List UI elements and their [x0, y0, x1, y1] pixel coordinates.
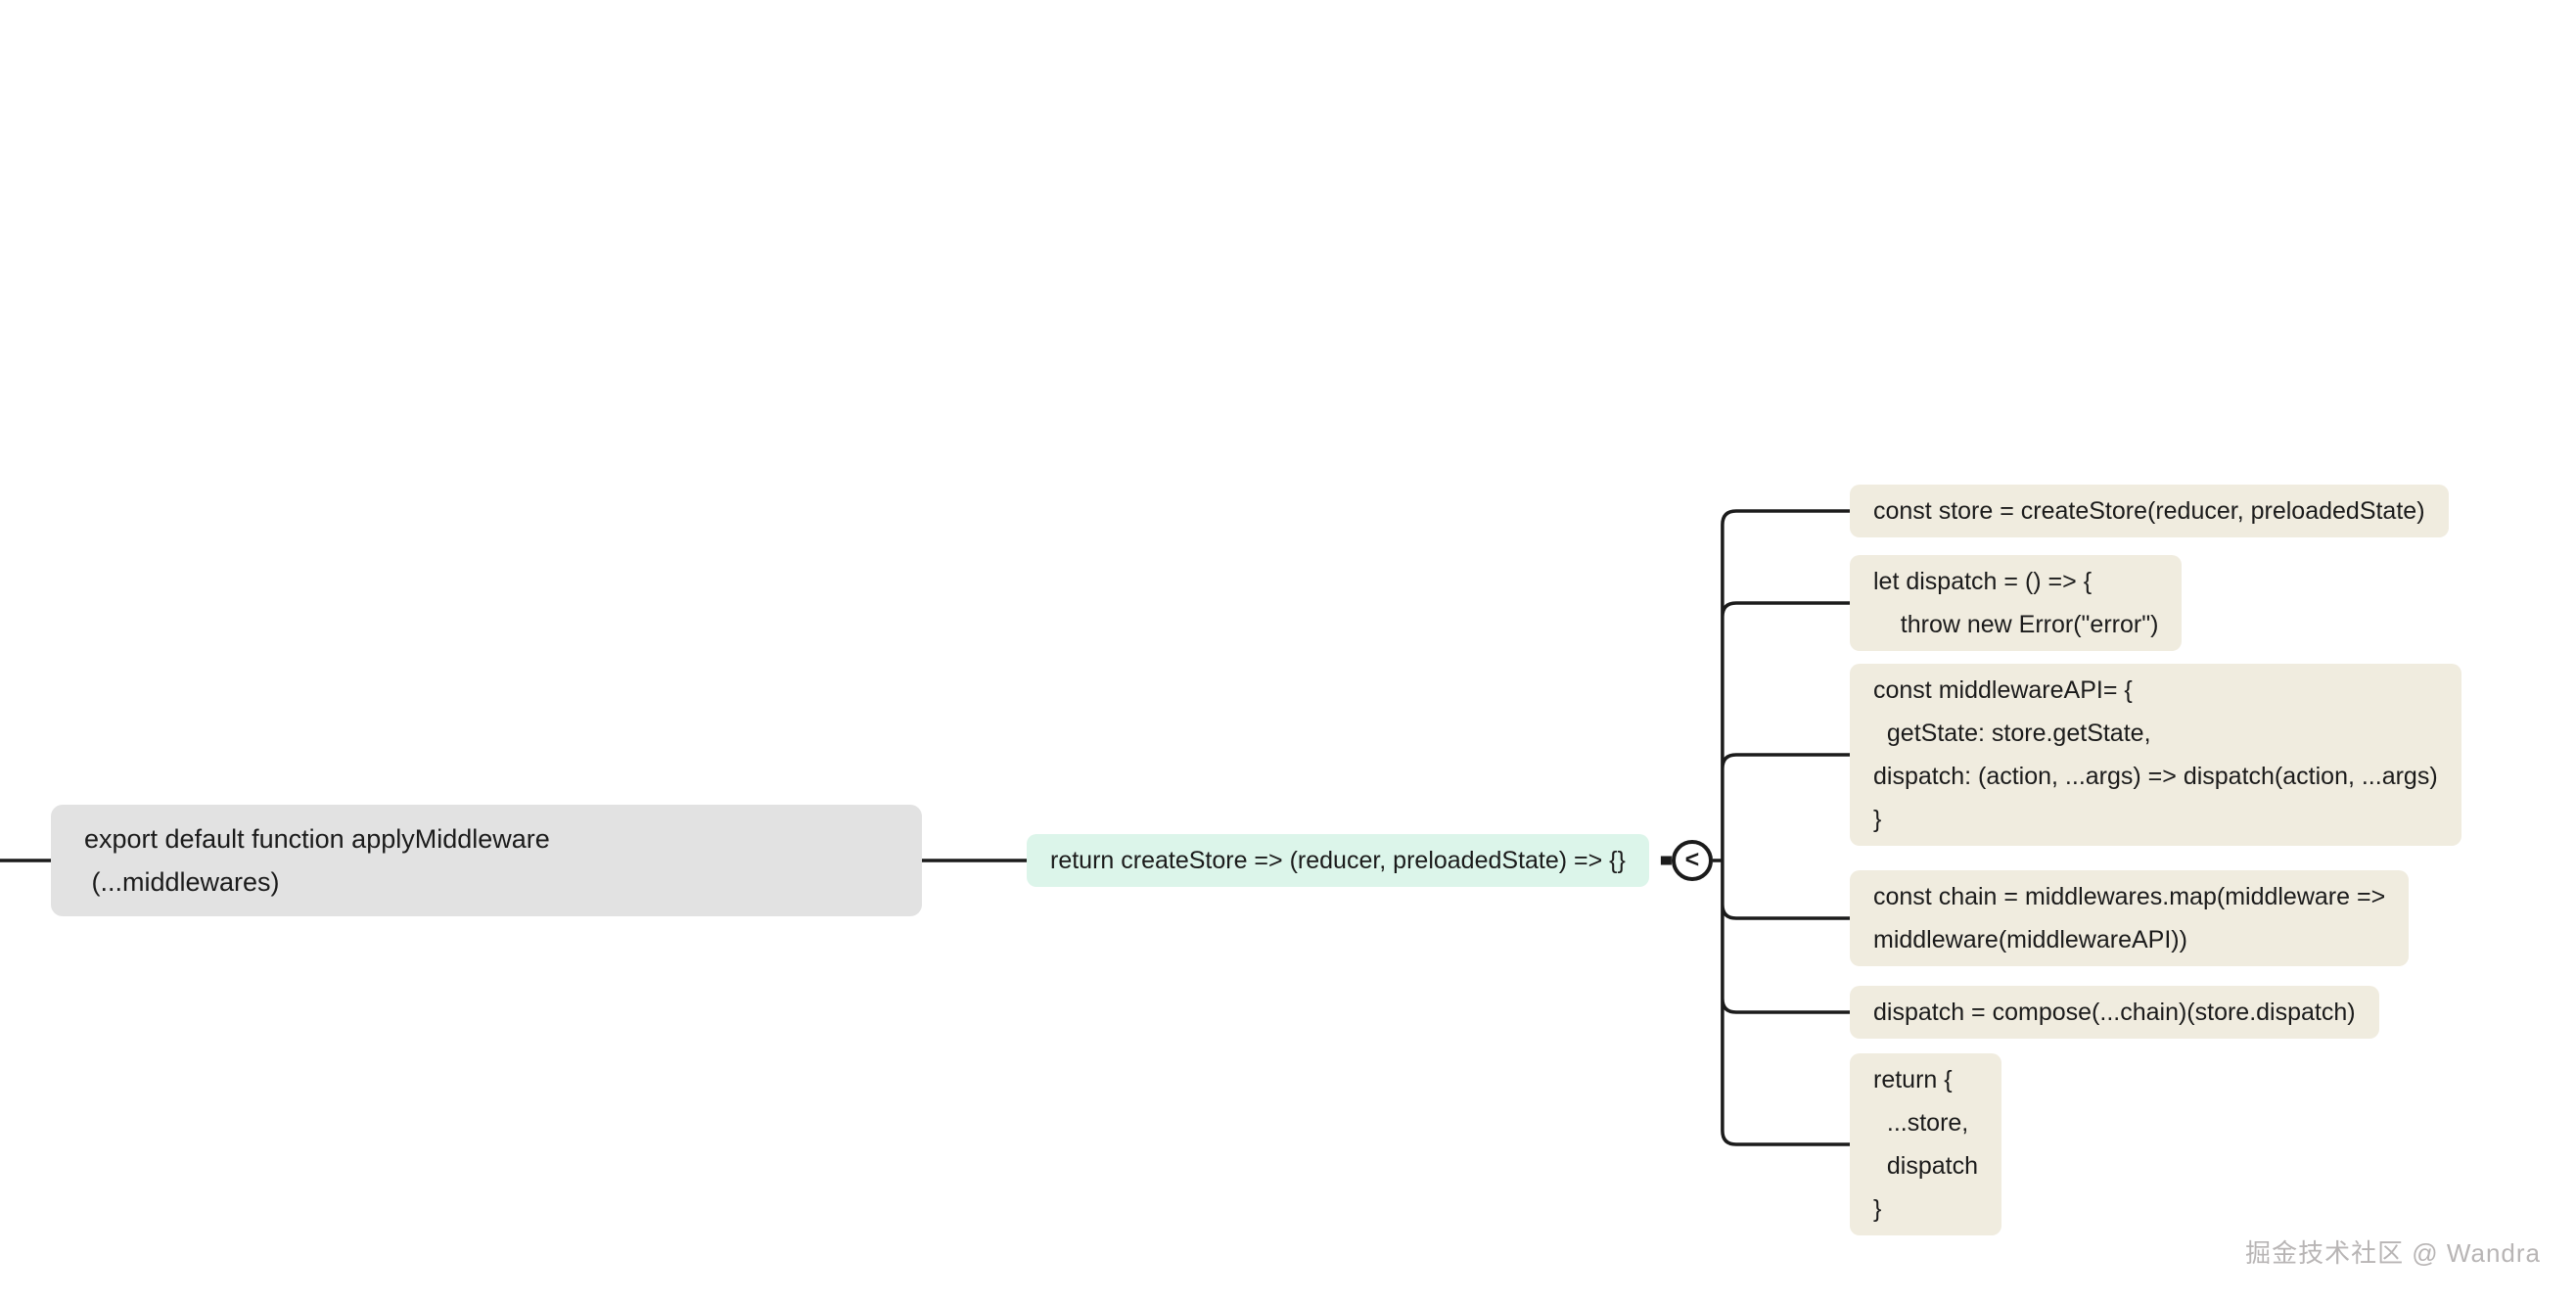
- child-node[interactable]: const store = createStore(reducer, prelo…: [1850, 485, 2449, 537]
- child-node[interactable]: const middlewareAPI= { getState: store.g…: [1850, 664, 2461, 846]
- child-node[interactable]: let dispatch = () => { throw new Error("…: [1850, 555, 2183, 651]
- watermark: 掘金技术社区 @ Wandra: [2245, 1238, 2541, 1268]
- connector-nub: [1660, 856, 1672, 865]
- collapse-chevron-icon: <: [1684, 845, 1700, 873]
- root-node[interactable]: export default function applyMiddleware …: [51, 805, 922, 916]
- child-node[interactable]: return { ...store, dispatch }: [1850, 1053, 2002, 1235]
- center-node[interactable]: return createStore => (reducer, preloade…: [1027, 834, 1649, 887]
- child-node[interactable]: const chain = middlewares.map(middleware…: [1850, 870, 2410, 966]
- child-node[interactable]: dispatch = compose(...chain)(store.dispa…: [1850, 986, 2379, 1039]
- collapse-button[interactable]: <: [1671, 840, 1713, 881]
